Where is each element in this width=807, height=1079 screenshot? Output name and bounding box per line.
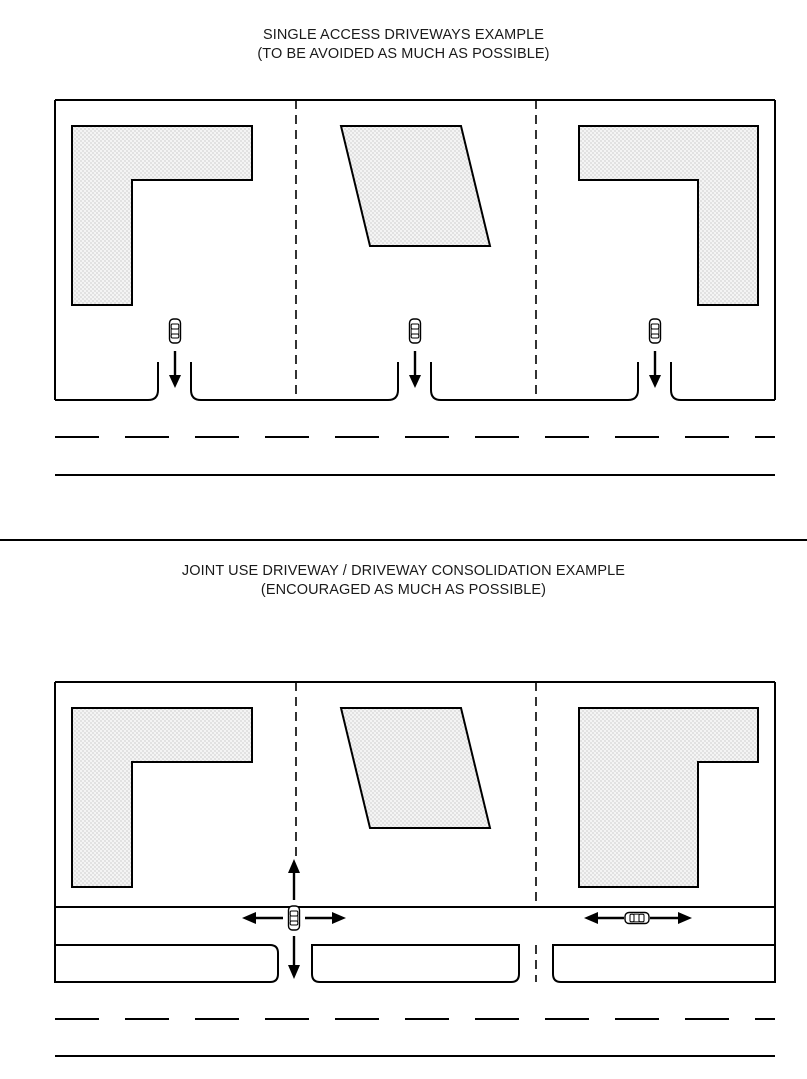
median-island [54, 944, 279, 983]
curb-line [670, 362, 775, 401]
median-island [310, 944, 520, 983]
curb-line [190, 362, 399, 401]
arrow-head [649, 375, 661, 388]
arrow-head [584, 912, 598, 924]
building-shape [578, 707, 759, 888]
arrow-head [332, 912, 346, 924]
joint-use-example [54, 681, 776, 1057]
bottom-section-heading: JOINT USE DRIVEWAY / DRIVEWAY CONSOLIDAT… [0, 562, 807, 600]
arrow-head [169, 375, 181, 388]
building-shape [339, 125, 492, 247]
building-shape [339, 707, 492, 829]
arrow-head [242, 912, 256, 924]
building-shape [71, 707, 253, 888]
car-icon [408, 318, 422, 344]
arrow-head [288, 859, 300, 873]
curb-line [55, 362, 159, 401]
top-section-subtitle: (TO BE AVOIDED AS MUCH AS POSSIBLE) [257, 46, 550, 62]
bottom-section-title: JOINT USE DRIVEWAY / DRIVEWAY CONSOLIDAT… [181, 563, 626, 579]
car-icon [168, 318, 182, 344]
building-shape [71, 125, 253, 306]
car-icon [287, 905, 301, 931]
bottom-section-subtitle: (ENCOURAGED AS MUCH AS POSSIBLE) [260, 582, 547, 598]
top-section-title: SINGLE ACCESS DRIVEWAYS EXAMPLE [262, 27, 545, 43]
car-icon [648, 318, 662, 344]
arrow-head [678, 912, 692, 924]
building-shape [578, 125, 759, 306]
top-section-heading: SINGLE ACCESS DRIVEWAYS EXAMPLE (TO BE A… [0, 26, 807, 64]
single-access-example [54, 99, 776, 476]
car-icon [624, 911, 650, 925]
arrow-head [288, 965, 300, 979]
median-island [552, 944, 776, 983]
curb-line [430, 362, 639, 401]
arrow-head [409, 375, 421, 388]
